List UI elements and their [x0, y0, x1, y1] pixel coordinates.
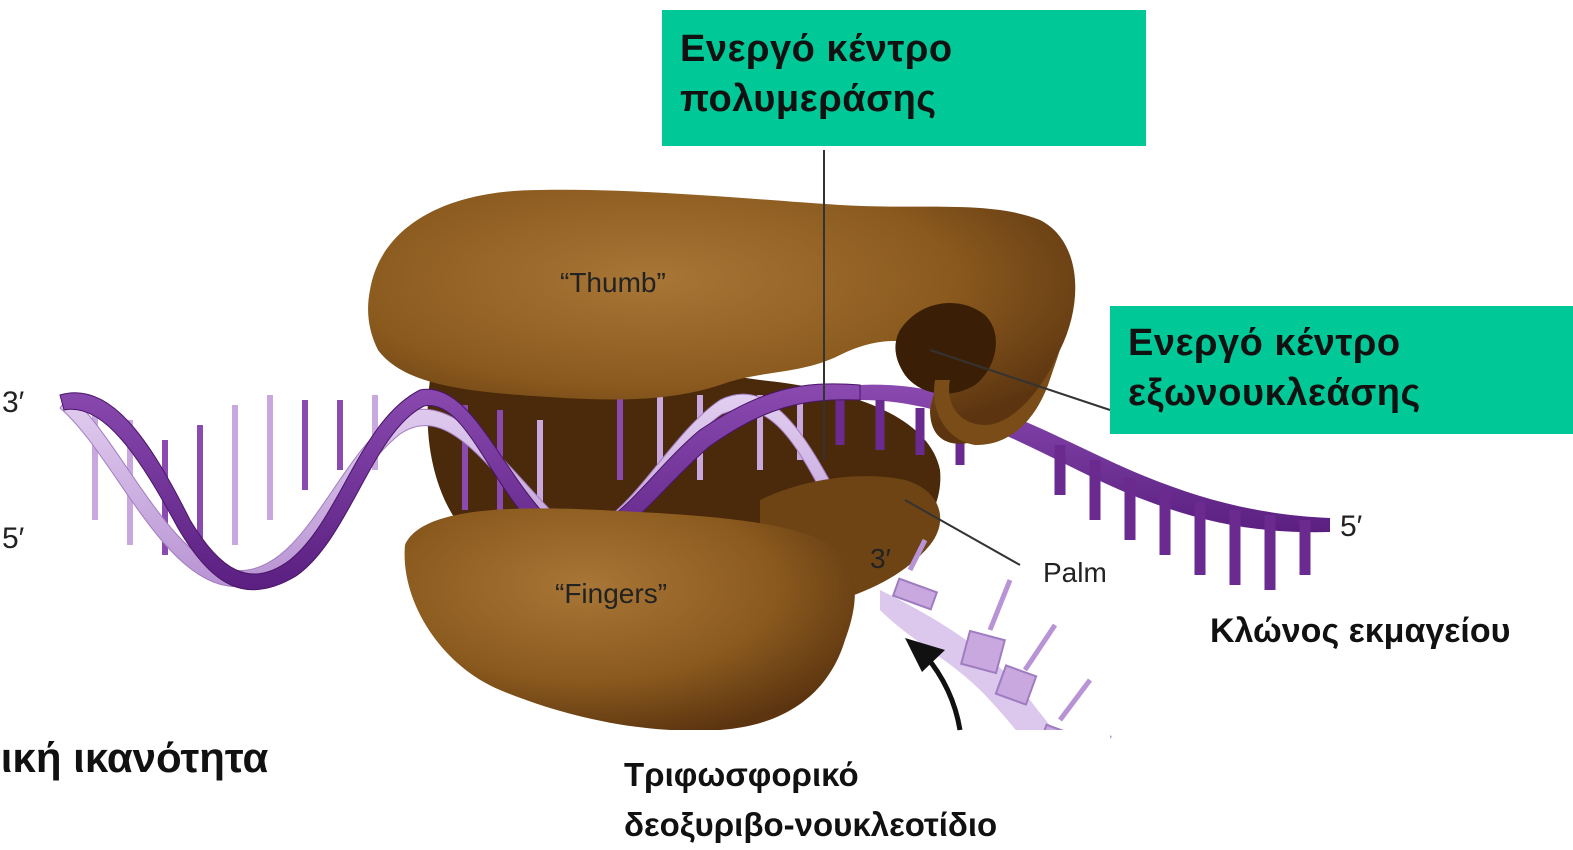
exonuclease-label-line2: εξωνουκλεάσης: [1128, 368, 1555, 418]
thumb-label: “Thumb”: [560, 267, 666, 298]
dntp-label: Τριφωσφορικό δεοξυριβο-νουκλεοτίδιο: [624, 750, 997, 850]
template-strand-label: Κλώνος εκμαγείου: [1210, 612, 1510, 651]
strand-end-5prime-right: 5′: [1340, 510, 1363, 543]
exonuclease-active-site-label: Ενεργό κέντρο εξωνουκλεάσης: [1110, 306, 1573, 434]
strand-end-3prime-primer: 3′: [870, 543, 891, 574]
dntp-label-line2: δεοξυριβο-νουκλεοτίδιο: [624, 800, 997, 850]
fingers-label: “Fingers”: [555, 578, 667, 609]
dntp-label-line1: Τριφωσφορικό: [624, 750, 997, 800]
polymerase-label-line2: πολυμεράσης: [680, 74, 1128, 124]
partial-caption: τική ικανότητα: [0, 734, 268, 782]
strand-end-5prime-left: 5′: [2, 522, 25, 555]
exonuclease-label-line1: Ενεργό κέντρο: [1128, 318, 1555, 368]
fingers-domain: [405, 508, 855, 730]
polymerase-label-line1: Ενεργό κέντρο: [680, 24, 1128, 74]
palm-label: Palm: [1043, 557, 1107, 588]
polymerase-active-site-label: Ενεργό κέντρο πολυμεράσης: [662, 10, 1146, 146]
strand-end-3prime-left: 3′: [2, 386, 25, 419]
